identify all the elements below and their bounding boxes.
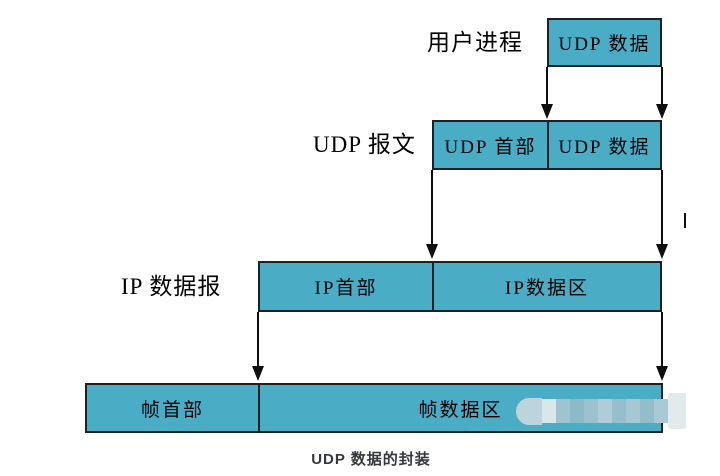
watermark-square [598, 399, 612, 423]
arrow-head [656, 366, 668, 381]
arrow-shaft [257, 312, 259, 373]
arrow-head [656, 104, 668, 119]
arrow-down-icon [426, 170, 438, 259]
cell-ip-data-area: IP数据区 [432, 263, 660, 310]
arrow-head [656, 244, 668, 259]
label-user-process: 用户进程 [427, 30, 523, 55]
label-ip-datagram: IP 数据报 [121, 274, 222, 299]
cell-udp-data-row2: UDP 数据 [547, 122, 660, 168]
box-udp-message-row2: UDP 首部 UDP 数据 [432, 120, 662, 170]
arrow-head [426, 244, 438, 259]
arrow-down-icon [656, 170, 668, 259]
watermark-square [542, 399, 556, 423]
cell-udp-header: UDP 首部 [444, 136, 537, 158]
arrow-down-icon [656, 312, 668, 381]
arrow-shaft [661, 67, 663, 111]
watermark-square [612, 399, 626, 423]
arrow-down-icon [656, 67, 668, 119]
arrow-shaft [661, 170, 663, 251]
cell-frame-header: 帧首部 [140, 399, 204, 421]
arrow-head [541, 104, 553, 119]
watermark-mosaic [516, 393, 686, 429]
box-ip-datagram-row3: IP首部 IP数据区 [258, 261, 662, 312]
arrow-head [252, 366, 264, 381]
arrow-shaft [661, 312, 663, 373]
arrow-down-icon [541, 67, 553, 119]
diagram-caption: UDP 数据的封装 [311, 451, 431, 468]
arrow-down-icon [252, 312, 264, 381]
watermark-square [626, 399, 640, 423]
arrow-shaft [546, 67, 548, 111]
watermark-square [584, 399, 598, 423]
watermark-square [654, 399, 668, 423]
watermark-square [516, 397, 542, 425]
watermark-square [640, 399, 654, 423]
watermark-square [570, 399, 584, 423]
cell-frame-data-area: 帧数据区 [258, 385, 661, 431]
stray-line-artifact [684, 213, 686, 228]
arrow-shaft [431, 170, 433, 251]
cell-udp-data-row1: UDP 数据 [558, 34, 651, 55]
watermark-square [668, 393, 686, 429]
watermark-square [556, 399, 570, 423]
cell-ip-header: IP首部 [314, 278, 378, 299]
box-udp-data-row1: UDP 数据 [547, 18, 662, 67]
label-udp-message: UDP 报文 [313, 132, 416, 157]
